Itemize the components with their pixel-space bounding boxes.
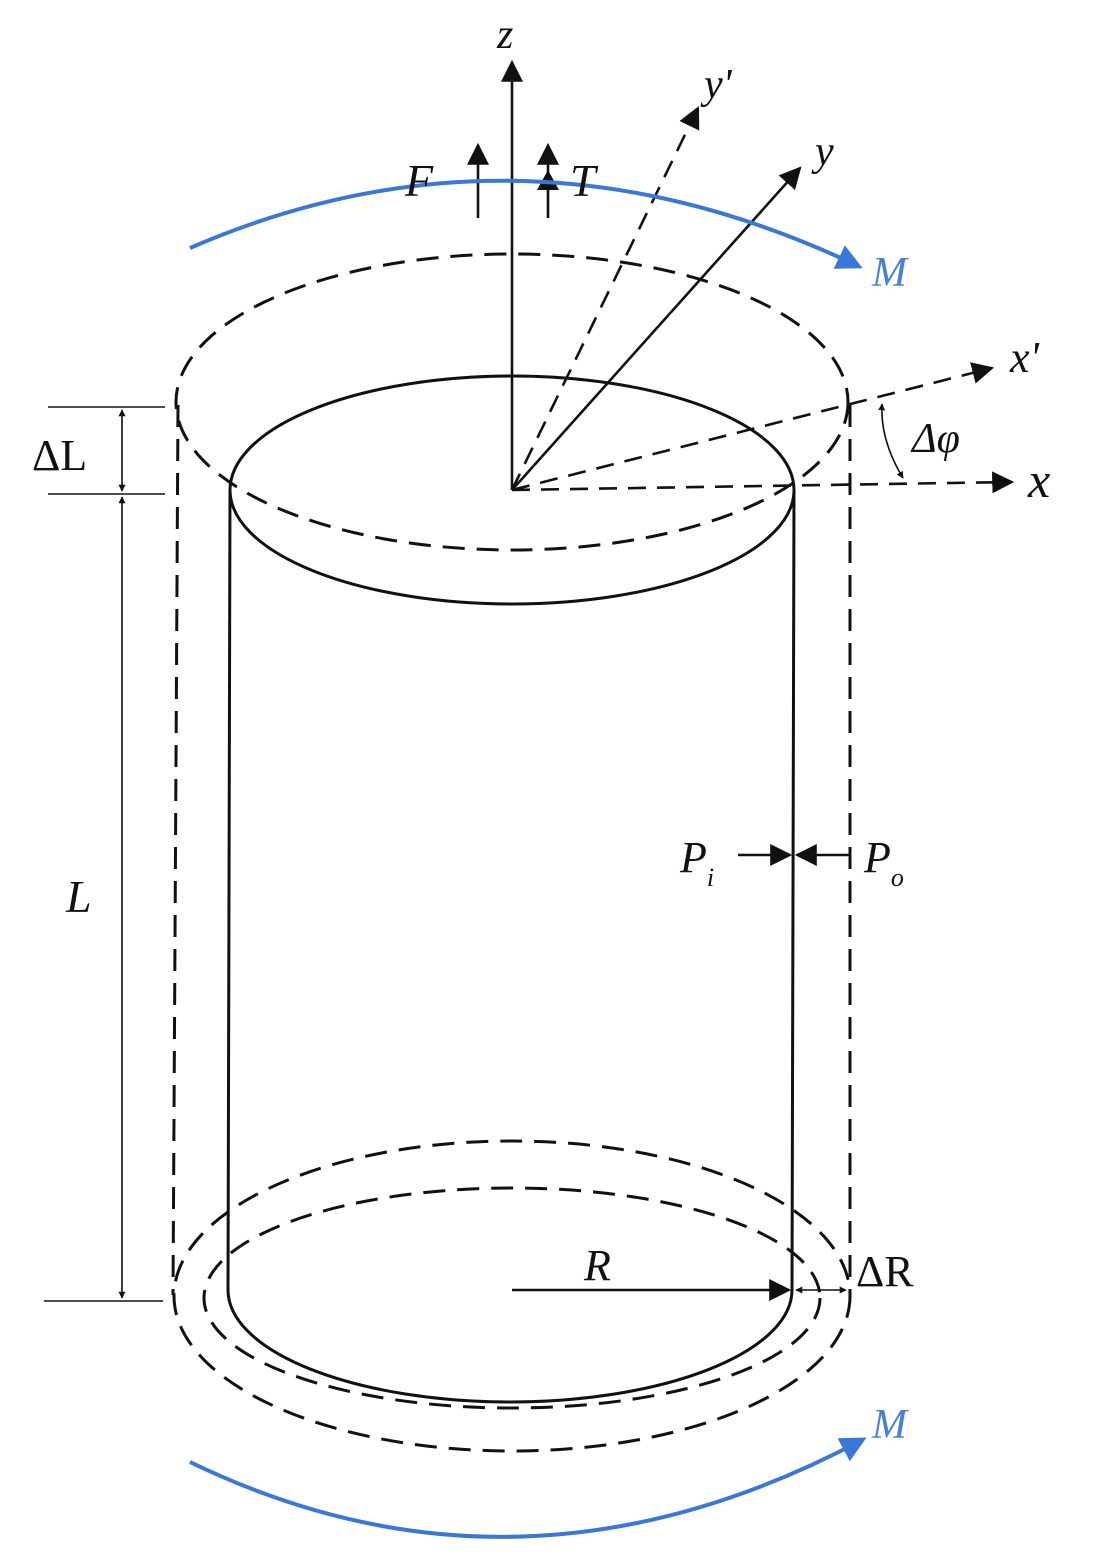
dimension-length bbox=[44, 406, 165, 1302]
label-m-bottom: M bbox=[871, 1402, 909, 1448]
label-z: z bbox=[496, 12, 513, 58]
deformed-bottom-outer-ellipse bbox=[172, 1139, 852, 1453]
original-right-side bbox=[790, 489, 796, 1291]
label-r: R bbox=[583, 1241, 611, 1290]
moment-arc-bottom bbox=[189, 1437, 867, 1539]
coordinate-axes bbox=[501, 59, 1015, 494]
label-p-o: Po bbox=[863, 833, 904, 892]
label-delta-r: ΔR bbox=[856, 1247, 914, 1296]
x-axis bbox=[511, 471, 1015, 494]
delta-phi-arc bbox=[878, 403, 904, 479]
label-delta-l: ΔL bbox=[32, 431, 87, 480]
label-y: y bbox=[811, 129, 834, 175]
x-prime-axis bbox=[511, 362, 995, 492]
label-f: F bbox=[404, 155, 434, 206]
deformed-top-ellipse bbox=[174, 252, 850, 552]
y-axis bbox=[511, 166, 802, 491]
label-p-o-main: P bbox=[863, 833, 891, 882]
label-p-o-sub: o bbox=[891, 863, 904, 892]
label-y-prime: y' bbox=[700, 62, 733, 108]
label-l: L bbox=[65, 871, 92, 922]
label-p-i-sub: i bbox=[707, 863, 714, 892]
deformed-bottom-inner-ellipse bbox=[202, 1186, 822, 1410]
deformed-cylinder bbox=[171, 252, 852, 1453]
label-delta-phi: Δφ bbox=[910, 416, 960, 462]
label-t: T bbox=[570, 155, 599, 206]
labels: z y' y x' x F T M M ΔL L Δφ Pi Po R ΔR bbox=[32, 12, 1050, 1448]
torque-t-arrow-head-2 bbox=[537, 170, 559, 190]
y-prime-axis bbox=[510, 106, 700, 491]
label-p-i: Pi bbox=[679, 833, 714, 892]
deformed-left-side bbox=[171, 404, 180, 1296]
label-x-prime: x' bbox=[1009, 333, 1041, 382]
moment-arc-top bbox=[189, 178, 863, 269]
original-bottom-front-arc bbox=[226, 1289, 794, 1404]
label-x: x bbox=[1027, 452, 1050, 508]
moments bbox=[189, 178, 867, 1539]
original-left-side bbox=[226, 489, 232, 1291]
label-m-top: M bbox=[871, 250, 909, 296]
label-p-i-main: P bbox=[679, 833, 707, 882]
